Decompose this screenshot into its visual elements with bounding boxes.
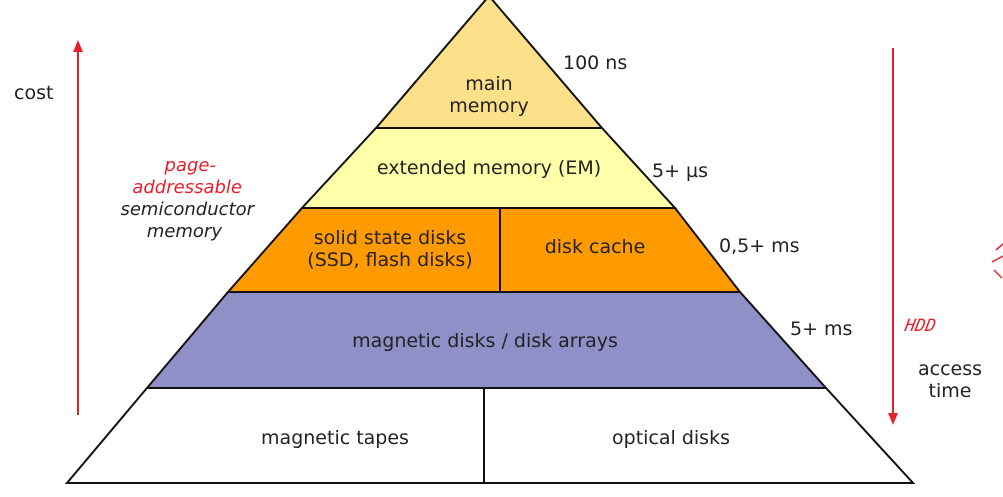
label-main-memory-line2: memory xyxy=(449,95,529,117)
label-disk-cache: disk cache xyxy=(544,236,646,258)
label-solid-state-disks: solid state disks (SSD, flash disks) xyxy=(280,227,500,271)
side-note-dark-line1: semiconductor xyxy=(120,199,254,220)
handwritten-mark xyxy=(991,243,1003,279)
label-main-memory: main memory xyxy=(429,73,549,117)
label-extended-memory: extended memory (EM) xyxy=(376,157,602,179)
time-magnetic-disks: 5+ ms xyxy=(790,318,853,340)
label-magnetic-tapes: magnetic tapes xyxy=(261,427,409,449)
side-note: page- addressable semiconductor memory xyxy=(76,155,256,243)
cost-arrow-head xyxy=(73,40,83,52)
label-magnetic-disks: magnetic disks / disk arrays xyxy=(352,330,618,352)
time-ssd-cache: 0,5+ ms xyxy=(719,235,800,257)
side-note-red-line2: addressable xyxy=(132,177,242,198)
access-time-line2: time xyxy=(928,380,972,402)
hdd-annotation: HDD xyxy=(903,316,938,336)
side-note-dark-line2: memory xyxy=(146,221,222,242)
time-main-memory: 100 ns xyxy=(563,52,628,74)
label-main-memory-line1: main xyxy=(465,73,513,95)
label-ssd-line1: solid state disks xyxy=(313,227,467,249)
access-time-label: access time xyxy=(900,358,1000,402)
time-extended-memory: 5+ µs xyxy=(652,160,709,182)
cost-label: cost xyxy=(14,82,54,104)
side-note-red-line1: page- xyxy=(164,155,216,176)
label-ssd-line2: (SSD, flash disks) xyxy=(307,249,473,271)
access-time-arrow-head xyxy=(888,413,898,425)
label-optical-disks: optical disks xyxy=(612,427,730,449)
pyramid-level-tapes-optical xyxy=(64,387,916,484)
access-time-line1: access xyxy=(917,358,983,380)
